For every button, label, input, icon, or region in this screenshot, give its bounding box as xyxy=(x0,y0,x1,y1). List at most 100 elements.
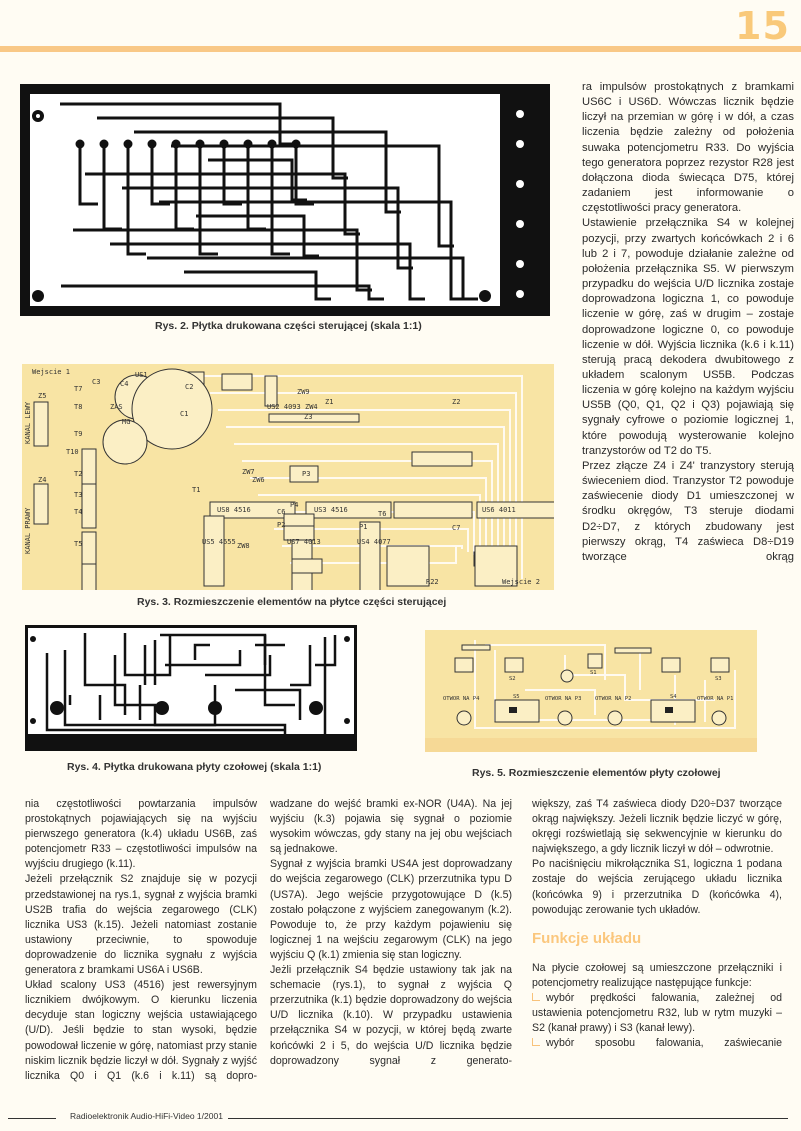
board-label: T5 xyxy=(74,540,82,548)
figure-caption-rys4: Rys. 4. Płytka drukowana płyty czołowej … xyxy=(67,761,322,773)
board-label: ZW7 xyxy=(242,468,255,476)
board-label: Z5 xyxy=(38,392,46,400)
figure-caption-rys2: Rys. 2. Płytka drukowana części sterując… xyxy=(155,320,422,332)
board-label: C6 xyxy=(277,508,285,516)
paragraph: Przez złącze Z4 i Z4' tranzystory steruj… xyxy=(582,459,794,563)
article-column-3: większy, zaś T4 zaświeca diody D20÷D37 t… xyxy=(532,797,782,1051)
board-label: MG xyxy=(122,418,130,426)
pcb-trace xyxy=(60,102,295,146)
pcb-trace xyxy=(171,144,454,248)
board-label: C2 xyxy=(185,383,193,391)
pcb-trace xyxy=(73,228,372,292)
board-label: R22 xyxy=(426,578,439,586)
component-outline xyxy=(33,483,49,525)
pcb-trace xyxy=(122,186,413,270)
component-outline xyxy=(386,545,430,587)
pcb-trace xyxy=(150,144,170,206)
component-outline xyxy=(81,563,97,590)
board-label: C3 xyxy=(92,378,100,386)
page-footer: Radioelektronik Audio-HiFi-Video 1/2001 xyxy=(0,1110,801,1126)
board-label: T8 xyxy=(74,403,82,411)
pcb-pad xyxy=(291,139,301,149)
pcb-trace xyxy=(270,144,290,256)
footer-rule xyxy=(8,1118,56,1119)
pcb-trace xyxy=(78,144,98,206)
board-label: Z2 xyxy=(452,398,460,406)
pcb-trace xyxy=(258,494,481,558)
board-label: Wejscie 2 xyxy=(502,578,540,586)
header-rule xyxy=(0,46,801,52)
pcb-pad xyxy=(75,139,85,149)
board-label: US8 4516 xyxy=(217,506,251,514)
pcb-trace xyxy=(97,116,348,180)
pcb-trace xyxy=(290,546,457,564)
component-outline xyxy=(33,401,49,447)
board-label: KANAL LEWY xyxy=(24,401,32,444)
page-number: 15 xyxy=(735,4,790,48)
board-label: T2 xyxy=(74,470,82,478)
board-label: P3 xyxy=(302,470,310,478)
board-label: T3 xyxy=(74,491,82,499)
pcb-trace xyxy=(102,144,122,231)
board-label: S3 xyxy=(715,676,722,682)
component-outline xyxy=(209,501,296,519)
pcb-trace xyxy=(218,409,511,573)
pcb-pad xyxy=(219,139,229,149)
pcb-pad xyxy=(171,139,181,149)
article-column-1: nia częstotliwości powtarzania impulsów … xyxy=(25,797,257,1084)
board-label: ZAS xyxy=(110,403,123,411)
pcb-trace xyxy=(126,144,146,256)
pcb-front-panel-figure xyxy=(25,625,357,751)
component-outline xyxy=(411,451,473,467)
pcb-trace xyxy=(222,144,242,206)
board-label: P4 xyxy=(290,501,298,509)
paragraph: Ustawienie przełącznika S4 w kolejnej po… xyxy=(582,217,794,457)
pcb-trace xyxy=(246,144,266,231)
footer-publication: Radioelektronik Audio-HiFi-Video 1/2001 xyxy=(70,1111,223,1121)
board-label: Z1 xyxy=(325,398,333,406)
pcb-trace xyxy=(242,460,493,564)
component-outline xyxy=(81,483,97,529)
pcb-pad xyxy=(243,139,253,149)
board-label: US4 4077 xyxy=(357,538,391,546)
board-label: S5 xyxy=(513,694,520,700)
checkbox-bullet-icon xyxy=(532,1038,540,1047)
pcb-trace xyxy=(134,130,401,214)
paragraph: większy, zaś T4 zaświeca diody D20÷D37 t… xyxy=(532,798,782,856)
component-outline xyxy=(474,545,518,587)
component-outline xyxy=(221,373,253,391)
board-label: Z4 xyxy=(38,476,46,484)
pcb-trace xyxy=(282,545,463,549)
board-label: OTWOR NA P4 xyxy=(443,696,480,702)
board-label: T10 xyxy=(66,448,79,456)
board-label: C7 xyxy=(452,524,460,532)
capacitor-outline xyxy=(131,368,213,450)
pcb-pad xyxy=(99,139,109,149)
paragraph: Na płycie czołowej są umieszczone przełą… xyxy=(532,961,782,989)
pcb-pad xyxy=(195,139,205,149)
board-label: OTWOR NA P1 xyxy=(697,696,733,702)
capacitor-outline xyxy=(102,419,148,465)
board-label: KANAL PRAWY xyxy=(24,507,32,554)
pcb-pad xyxy=(267,139,277,149)
board-label: P2 xyxy=(277,521,285,529)
board-label: US6 4011 xyxy=(482,506,516,514)
pcb-pad xyxy=(123,139,133,149)
board-label: S1 xyxy=(590,670,597,676)
footer-rule xyxy=(228,1118,788,1119)
board-label: ZW8 xyxy=(237,542,250,550)
component-outline xyxy=(393,501,473,519)
component-outline xyxy=(264,375,278,407)
board-label: T6 xyxy=(378,510,386,518)
pcb-trace xyxy=(250,477,487,561)
board-label: T1 xyxy=(192,486,200,494)
board-label: OTWOR NA P3 xyxy=(545,696,581,702)
component-outline xyxy=(268,413,360,423)
board-label: T4 xyxy=(74,508,82,516)
pcb-trace xyxy=(208,158,307,202)
pcb-trace xyxy=(85,172,360,236)
pcb-control-board-figure xyxy=(20,84,550,316)
pcb-trace xyxy=(61,284,384,301)
board-label: C1 xyxy=(180,410,188,418)
